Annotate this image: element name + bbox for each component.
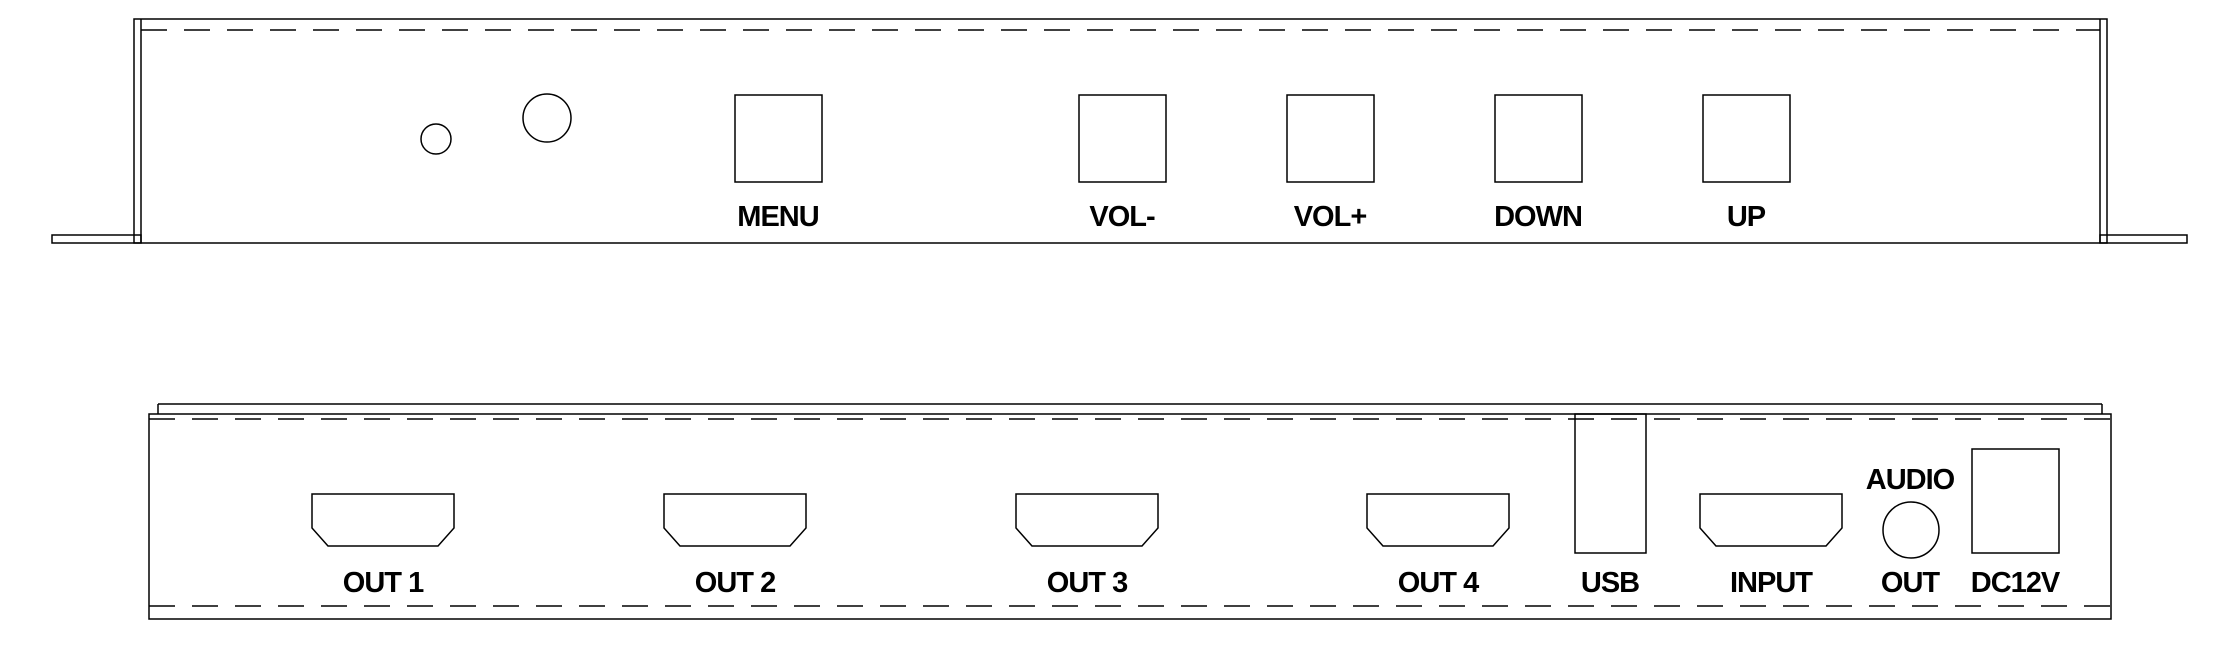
menu-button[interactable]: MENU — [734, 94, 823, 233]
square-button-icon[interactable] — [1078, 94, 1167, 183]
audio-jack-icon[interactable] — [1882, 501, 1940, 559]
square-button-icon[interactable] — [1286, 94, 1375, 183]
audio-out-jack[interactable]: AUDIO OUT — [1866, 464, 1956, 599]
vol-plus-button-label: VOL+ — [1294, 201, 1367, 233]
usb-port[interactable]: USB — [1574, 413, 1647, 599]
hdmi-out-4-port[interactable]: OUT 4 — [1366, 493, 1510, 599]
right-mounting-ear — [2099, 234, 2188, 244]
out-4-label: OUT 4 — [1398, 567, 1479, 599]
hdmi-port-icon[interactable] — [1366, 493, 1510, 547]
front-panel: MENU VOL- VOL+ DOWN UP — [51, 18, 2188, 244]
usb-label: USB — [1581, 567, 1639, 599]
input-label: INPUT — [1730, 567, 1813, 599]
down-button[interactable]: DOWN — [1494, 94, 1583, 233]
front-panel-outline — [133, 18, 2108, 244]
square-button-icon[interactable] — [734, 94, 823, 183]
dc-power-jack[interactable]: DC12V — [1971, 448, 2062, 599]
up-button[interactable]: UP — [1702, 94, 1791, 233]
hdmi-input-port[interactable]: INPUT — [1699, 493, 1843, 599]
vol-minus-button[interactable]: VOL- — [1078, 94, 1167, 233]
hdmi-port-icon[interactable] — [1015, 493, 1159, 547]
out-1-label: OUT 1 — [343, 567, 424, 599]
dc12v-label: DC12V — [1971, 567, 2061, 599]
audio-out-label: OUT — [1881, 567, 1941, 599]
hdmi-port-icon[interactable] — [663, 493, 807, 547]
led-indicator-icon — [420, 123, 452, 155]
up-button-label: UP — [1727, 201, 1766, 233]
out-3-label: OUT 3 — [1047, 567, 1128, 599]
rear-panel-outline — [148, 413, 2112, 620]
left-mounting-ear — [51, 234, 142, 244]
dc-power-jack-icon[interactable] — [1971, 448, 2060, 554]
hdmi-out-2-port[interactable]: OUT 2 — [663, 493, 807, 599]
menu-button-label: MENU — [737, 201, 818, 233]
hdmi-out-3-port[interactable]: OUT 3 — [1015, 493, 1159, 599]
hdmi-out-1-port[interactable]: OUT 1 — [311, 493, 455, 599]
hdmi-port-icon[interactable] — [311, 493, 455, 547]
audio-label: AUDIO — [1866, 464, 1955, 496]
vol-plus-button[interactable]: VOL+ — [1286, 94, 1375, 233]
square-button-icon[interactable] — [1494, 94, 1583, 183]
out-2-label: OUT 2 — [695, 567, 775, 599]
vol-minus-button-label: VOL- — [1089, 201, 1155, 233]
ir-receiver-icon — [522, 93, 572, 143]
square-button-icon[interactable] — [1702, 94, 1791, 183]
usb-port-icon[interactable] — [1574, 413, 1647, 554]
down-button-label: DOWN — [1494, 201, 1582, 233]
rear-panel: OUT 1 OUT 2 OUT 3 OUT 4 USB INPUT AUDIO — [148, 403, 2112, 620]
hdmi-port-icon[interactable] — [1699, 493, 1843, 547]
